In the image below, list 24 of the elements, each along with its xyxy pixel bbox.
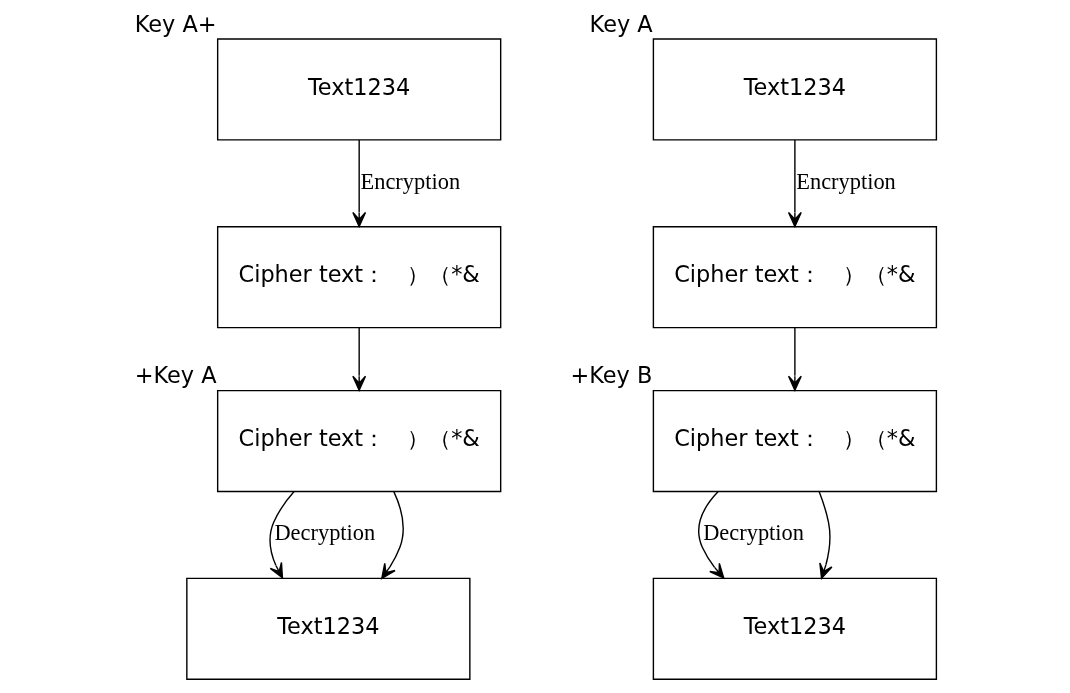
node-box: Cipher text： ）（*& <box>652 389 938 493</box>
arrow <box>787 139 802 228</box>
arrow <box>787 327 802 391</box>
node-label: +Key A <box>134 362 217 389</box>
edge-label: Decryption <box>274 520 376 546</box>
node-label: Key A+ <box>134 10 217 37</box>
edge-label: Encryption <box>360 168 461 194</box>
node-box: Text1234 <box>652 577 938 680</box>
arrow <box>269 490 295 579</box>
arrow <box>818 491 833 579</box>
node-label: Key A <box>589 10 653 37</box>
node-box: Text1234 <box>186 577 471 680</box>
node-box: Cipher text： ）（*& <box>216 226 502 329</box>
node-box: Cipher text： ）（*& <box>652 226 938 329</box>
node-box: Text1234 <box>216 38 502 141</box>
edge-label: Encryption <box>796 168 896 194</box>
arrow <box>698 490 725 579</box>
node-label: +Key B <box>570 362 653 389</box>
edge-label: Decryption <box>703 520 804 546</box>
arrow <box>381 490 404 580</box>
node-box: Cipher text： ）（*& <box>216 389 502 493</box>
arrow <box>352 327 367 391</box>
node-box: Text1234 <box>652 38 938 141</box>
arrow <box>352 139 367 228</box>
